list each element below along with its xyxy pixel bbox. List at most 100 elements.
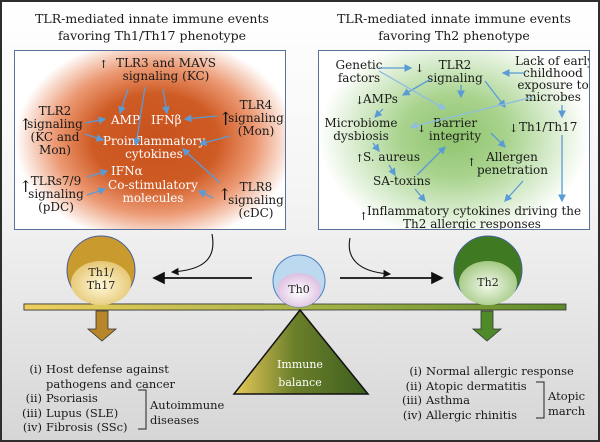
up-arrow-icon: ↑	[19, 115, 33, 134]
ifn-alpha-node: IFNα	[111, 164, 143, 178]
tlr2-line1: TLR2	[38, 104, 72, 118]
tlr79-line3: (pDC)	[38, 200, 74, 214]
right-panel-title: TLR-mediated innate immune events favori…	[312, 10, 596, 44]
genetic-line1: Genetic	[335, 58, 383, 72]
tlr8-line2: signaling	[228, 193, 284, 207]
down-arrow-th1-outcomes-icon	[86, 310, 118, 342]
up-arrow-icon: ↑	[467, 156, 477, 169]
list-item: (iii)Asthma	[401, 393, 470, 407]
microbiome-line2: dysbiosis	[333, 129, 389, 143]
arrow-tlr3-to-ifnb	[162, 88, 170, 115]
arrow-tlr79-to-ifna	[86, 169, 109, 178]
tlr2-line4: Mon)	[39, 143, 71, 157]
genetic-factors-node: Genetic factors	[331, 59, 387, 85]
down-arrow-icon: ↓	[415, 62, 425, 75]
amp-node: AMP	[111, 113, 141, 127]
th0-cell	[272, 254, 326, 308]
th1-line2: Th17	[86, 279, 116, 292]
inflam-line1: Inflammatory cytokines driving the	[367, 204, 582, 218]
fulcrum-line1: Immune	[277, 358, 323, 371]
arrow-tlr2-to-amp	[84, 116, 107, 125]
right-title-line1: TLR-mediated innate immune events	[337, 11, 571, 26]
th1-th17-label: Th1/ Th17	[81, 266, 121, 292]
tlr2-line2: signaling	[27, 117, 83, 131]
tlr8-line3: (cDC)	[238, 206, 274, 220]
tlr79-line1: TLRs7/9	[30, 174, 82, 188]
list-item: (i)Normal allergic response	[409, 364, 574, 378]
th2-label: Th2	[477, 276, 499, 289]
list-item: (i)Host defense against	[29, 362, 169, 376]
rtlr2-line2: signaling	[427, 71, 483, 85]
arrow-barrier-to-allergen	[490, 132, 506, 148]
th1-line1: Th1/	[88, 266, 114, 279]
th0-label: Th0	[288, 283, 310, 296]
rtlr2-line1: TLR2	[438, 58, 472, 72]
tlr8-signaling-node: TLR8 signaling (cDC)	[227, 181, 285, 220]
up-arrow-icon: ↑	[359, 210, 369, 223]
barrier-integrity-node: Barrier integrity	[425, 117, 485, 143]
lack-line4: microbes	[525, 90, 581, 104]
co-stimulatory-molecules-node: Co-stimulatory molecules	[103, 179, 203, 205]
immune-balance-label: Immune balance	[264, 356, 336, 392]
up-arrow-icon: ↑	[99, 58, 109, 71]
list-item: (ii)Atopic dermatitis	[405, 378, 527, 393]
tlrs79-signaling-node: TLRs7/9 signaling (pDC)	[27, 175, 85, 214]
down-arrow-th2-outcomes-icon	[471, 310, 503, 342]
arrow-allergen-to-inflam	[504, 180, 524, 202]
arrow-tlr2-to-th1th17	[484, 80, 506, 109]
allergen-line1: Allergen	[486, 150, 538, 164]
allergen-line2: penetration	[477, 163, 548, 177]
tlr4-signaling-node: TLR4 signaling (Mon)	[227, 99, 285, 138]
ifn-beta-node: IFNβ	[151, 113, 182, 127]
th2-cell	[453, 235, 523, 305]
list-item: (iv)Fibrosis (SSc)	[22, 420, 128, 434]
th2-events-panel: Genetic factors ↓ TLR2 signaling Lack of…	[318, 50, 590, 230]
list-item: (ii)Psoriasis	[25, 391, 98, 405]
microbiome-line1: Microbiome	[324, 116, 398, 130]
autoimmune-line1: Autoimmune	[150, 398, 225, 412]
proinflam-line1: Proinflammatory	[102, 134, 206, 148]
tlr3-line1: TLR3 and MAVS	[115, 56, 217, 70]
lack-line2: childhood	[523, 66, 583, 80]
lack-of-microbe-exposure-node: Lack of early childhood exposure to micr…	[515, 55, 589, 104]
tlr2-signaling-node: TLR2 signaling	[425, 59, 485, 85]
th2-outcomes-list: (i)Normal allergic response (ii)Atopic d…	[392, 364, 574, 422]
costim-line2: molecules	[122, 191, 184, 205]
up-arrow-icon: ↑	[355, 152, 365, 165]
inflam-line2: Th2 allergic responses	[403, 217, 541, 230]
tlr2-line3: (KC and	[30, 130, 80, 144]
proinflam-line2: cytokines	[125, 147, 183, 161]
tlr8-line1: TLR8	[239, 180, 273, 194]
th1-th17-events-panel: ↑ TLR3 and MAVS signaling (KC) ↑ TLR2 si…	[14, 50, 286, 230]
down-arrow-icon: ↓	[417, 122, 427, 135]
tlr79-line2: signaling	[28, 187, 84, 201]
costim-line1: Co-stimulatory	[108, 178, 198, 192]
up-arrow-icon: ↑	[218, 109, 234, 130]
tlr4-line1: TLR4	[239, 98, 273, 112]
tlr4-line2: signaling	[228, 111, 284, 125]
balance-beam-left	[23, 303, 265, 311]
barrier-line2: integrity	[428, 129, 482, 143]
fulcrum-line2: balance	[278, 376, 322, 389]
tlr2-signaling-node: TLR2 signaling (KC and Mon)	[27, 105, 83, 157]
autoimmune-line2: diseases	[150, 412, 200, 427]
list-item: (iv)Allergic rhinitis	[402, 407, 517, 422]
atopic-line2: march	[548, 403, 586, 418]
autoimmune-diseases-label: Autoimmune diseases	[150, 398, 224, 427]
tlr3-line2: signaling (KC)	[122, 69, 210, 83]
amps-node: AMPs	[363, 92, 398, 106]
sa-toxins-node: SA-toxins	[373, 174, 431, 188]
down-arrow-icon: ↓	[355, 94, 365, 107]
microbiome-dysbiosis-node: Microbiome dysbiosis	[323, 117, 399, 143]
th1-outcomes-list: (i)Host defense against pathogens and ca…	[12, 362, 175, 435]
proinflammatory-cytokines-node: Proinflammatory cytokines	[99, 135, 209, 161]
left-title-line1: TLR-mediated innate immune events	[35, 11, 269, 26]
left-title-line2: favoring Th1/Th17 phenotype	[58, 28, 246, 43]
lack-line3: exposure to	[517, 78, 589, 92]
up-arrow-icon: ↑	[218, 185, 232, 204]
balance-beam	[23, 303, 567, 311]
tlr4-line3: (Mon)	[237, 124, 275, 138]
tlr3-mavs-signaling-node: TLR3 and MAVS signaling (KC)	[111, 57, 221, 83]
down-arrow-icon: ↓	[509, 122, 519, 135]
